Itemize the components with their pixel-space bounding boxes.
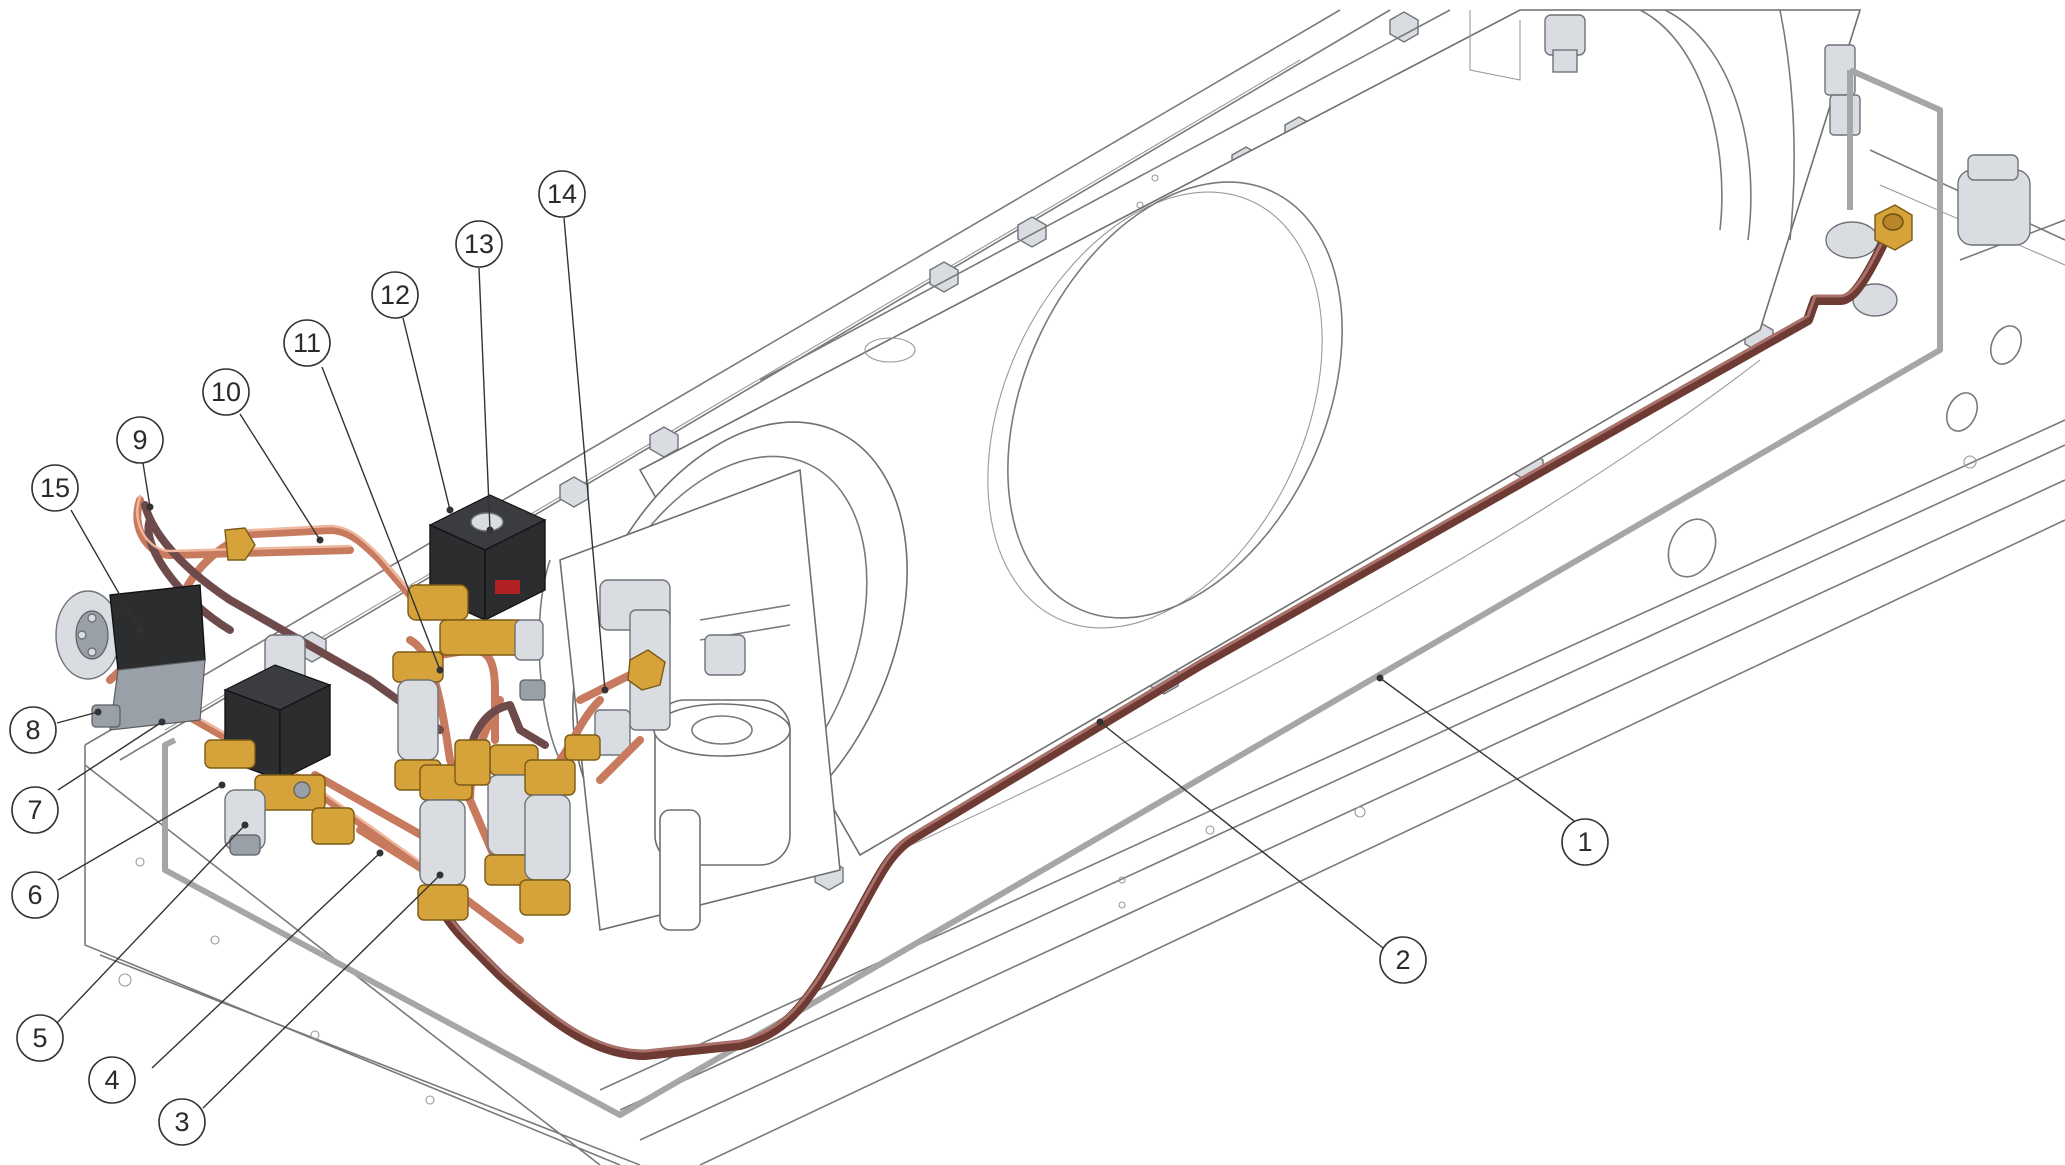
frame-part-1 [162, 67, 1943, 1118]
fitting-cluster [224, 527, 666, 921]
callout-2-label: 2 [1395, 945, 1410, 975]
callout-12-label: 12 [380, 280, 410, 310]
callout-4-label: 4 [104, 1065, 119, 1095]
tank-top-fittings [1544, 14, 2031, 317]
callout-13: 13 [455, 220, 503, 268]
callout-2: 2 [1379, 936, 1427, 984]
callout-3-label: 3 [174, 1107, 189, 1137]
callout-11: 11 [283, 319, 331, 367]
callout-7: 7 [11, 786, 59, 834]
callout-1: 1 [1561, 818, 1609, 866]
callout-9: 9 [116, 416, 164, 464]
main-pipe-part-2 [435, 204, 1913, 1060]
callout-6-label: 6 [27, 880, 42, 910]
callout-15-label: 15 [40, 473, 70, 503]
callout-5: 5 [16, 1014, 64, 1062]
callout-15: 15 [31, 464, 79, 512]
solenoid-valve-lower [204, 634, 355, 856]
callout-12: 12 [371, 271, 419, 319]
callout-13-label: 13 [464, 229, 494, 259]
callout-14: 14 [538, 170, 586, 218]
leader-lines [54, 217, 1586, 1109]
callout-9-label: 9 [132, 425, 147, 455]
callout-11-label: 11 [293, 328, 321, 358]
callout-14-label: 14 [547, 179, 577, 209]
callout-1-label: 1 [1577, 827, 1592, 857]
callout-10: 10 [202, 368, 250, 416]
callout-10-label: 10 [211, 377, 241, 407]
pressure-switch-part-15 [55, 584, 206, 731]
solenoid-valve-upper [407, 494, 547, 701]
callout-4: 4 [88, 1056, 136, 1104]
callout-6: 6 [11, 871, 59, 919]
callout-7-label: 7 [27, 795, 42, 825]
callout-5-label: 5 [32, 1023, 47, 1053]
callout-8: 8 [9, 706, 57, 754]
pump-housing [538, 468, 841, 931]
callout-3: 3 [158, 1098, 206, 1146]
callout-8-label: 8 [25, 715, 40, 745]
